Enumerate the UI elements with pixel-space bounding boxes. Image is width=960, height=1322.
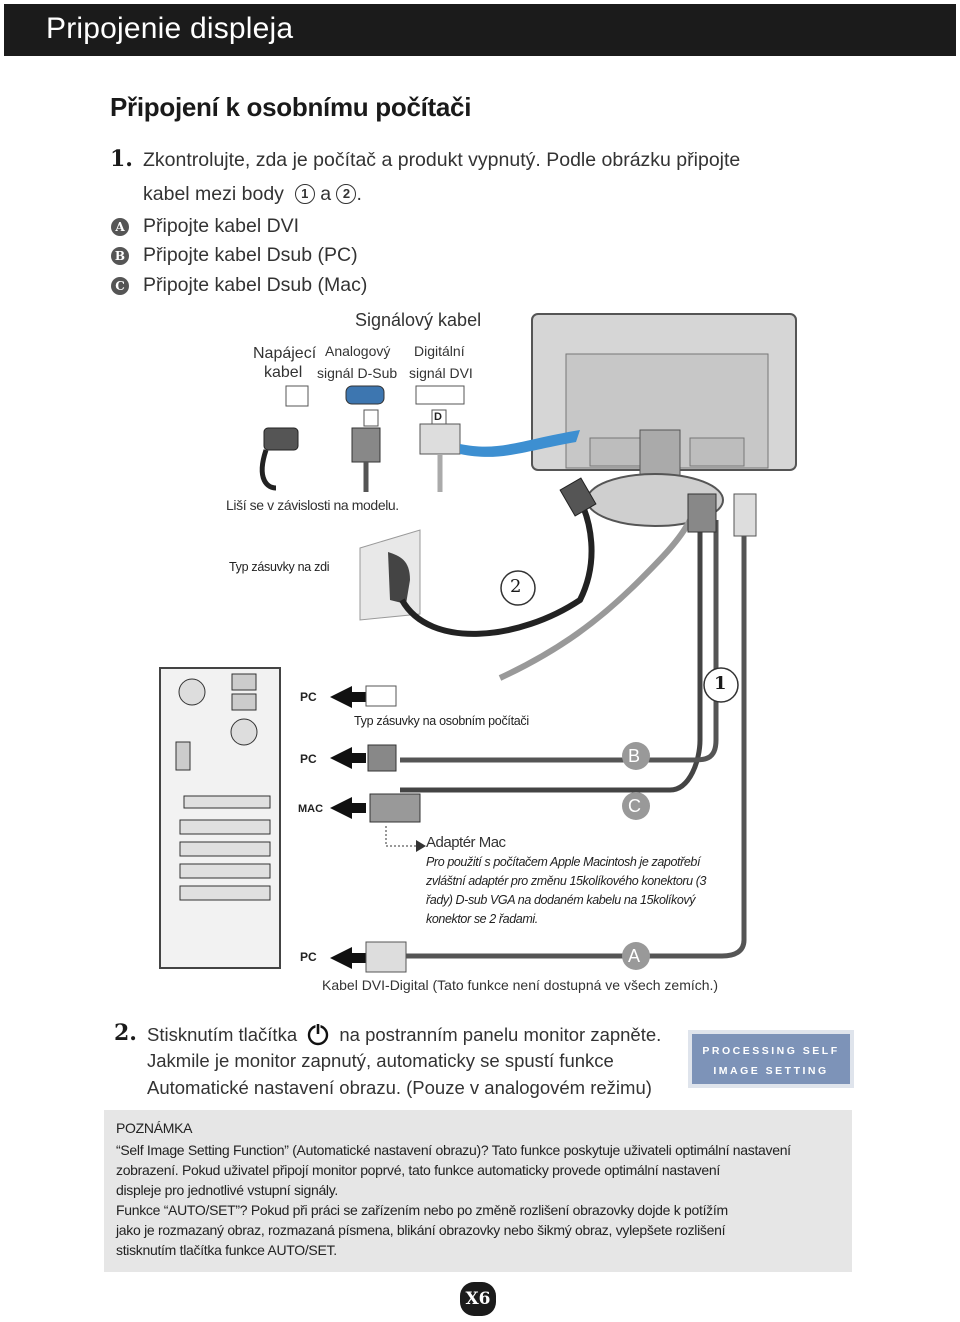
header-bar [4,4,956,56]
marker-2-label: 2 [510,576,522,597]
processing-line-2: IMAGE SETTING [713,1065,829,1077]
connection-diagram [159,313,797,973]
step1-line1: Zkontrolujte, zda je počítač a produkt v… [143,149,741,171]
step2-number: 2. [114,1020,137,1046]
step1-line2-start: kabel mezi body [143,183,284,205]
wall-outlet-label: Typ zásuvky na zdi [229,560,330,574]
note-box: POZNÁMKA “Self Image Setting Function” (… [104,1110,852,1272]
pc-tower [159,667,281,969]
section-title: Připojení k osobnímu počítači [110,92,472,122]
wall-outlet [359,529,421,621]
digital-label-2: signál DVI [409,365,473,381]
note-heading: POZNÁMKA [116,1120,193,1136]
monitor-back [531,313,797,527]
note-line-5: jako je rozmazaný obraz, rozmazaná písme… [116,1222,726,1238]
badge-a: A [111,218,129,236]
page-number: X6 [460,1282,496,1316]
mac-adapter-line-4: konektor se 2 řadami. [426,912,538,926]
power-cable-label-2: kabel [264,364,303,381]
note-line-1: “Self Image Setting Function” (Automatic… [116,1142,791,1158]
label-pc-dsub: PC [300,752,317,766]
step2-line1-start: Stisknutím tlačítka [147,1024,298,1045]
letter-b: B [628,746,641,766]
dvi-letter: D [434,411,442,423]
label-pc-power: PC [300,690,317,704]
step2-line3: Automatické nastavení obrazu. (Pouze v a… [147,1077,652,1098]
item-c-text: Připojte kabel Dsub (Mac) [143,274,368,296]
mac-adapter-line-1: Pro použití s počítačem Apple Macintosh … [426,855,701,869]
marker-1-icon: 1 [294,184,315,204]
processing-line-1: PROCESSING SELF [702,1045,840,1057]
step1-line2: kabel mezi body 1 a 2. [143,183,362,206]
note-line-3: displeje pro jednotlivé vstupní signály. [116,1182,338,1198]
digital-label-1: Digitální [414,343,465,359]
pc-outlet-label: Typ zásuvky na osobním počítači [354,714,529,728]
analog-label-2: signál D-Sub [317,365,398,381]
power-cable-label-1: Napájecí [253,345,317,362]
item-a-text: Připojte kabel DVI [143,215,300,237]
power-icon [308,1022,329,1046]
step2-line1: Stisknutím tlačítka na postranním panelu… [147,1022,661,1046]
analog-label-1: Analogový [325,343,391,359]
badge-c: C [111,277,129,295]
note-line-4: Funkce “AUTO/SET”? Pokud při práci se za… [116,1202,728,1218]
dvi-note: Kabel DVI-Digital (Tato funkce není dost… [322,977,719,993]
step1-connector: a [320,183,332,205]
step1-line2-end: . [356,183,362,205]
step2-line1-end: na postranním panelu monitor zapněte. [339,1024,662,1045]
letter-a: A [628,946,641,966]
note-line-2: zobrazení. Pokud uživatel připojí monito… [116,1162,720,1178]
marker-1-label: 1 [714,673,727,694]
varies-note: Liší se v závislosti na modelu. [226,497,399,513]
letter-c: C [628,796,641,816]
mac-adapter-line-2: zvláštní adaptér pro změnu 15kolíkového … [426,874,707,888]
badge-b: B [111,247,129,265]
processing-message-box: PROCESSING SELF IMAGE SETTING [688,1030,854,1088]
label-pc-dvi: PC [300,950,317,964]
mac-adapter-title: Adaptér Mac [426,834,506,851]
mac-adapter-line-3: řady) D-sub VGA na dodaném kabelu na 15k… [426,893,696,907]
step1-number: 1. [110,146,133,172]
signal-cable-label: Signálový kabel [355,310,482,330]
header-title: Pripojenie displeja [46,12,294,45]
step2-line2: Jakmile je monitor zapnutý, automaticky … [147,1050,614,1071]
marker-2-icon: 2 [336,184,357,204]
processing-panel: PROCESSING SELF IMAGE SETTING [692,1034,850,1084]
note-line-6: stisknutím tlačítka funkce AUTO/SET. [116,1242,337,1258]
item-b-text: Připojte kabel Dsub (PC) [143,244,358,266]
label-mac: MAC [298,803,324,815]
